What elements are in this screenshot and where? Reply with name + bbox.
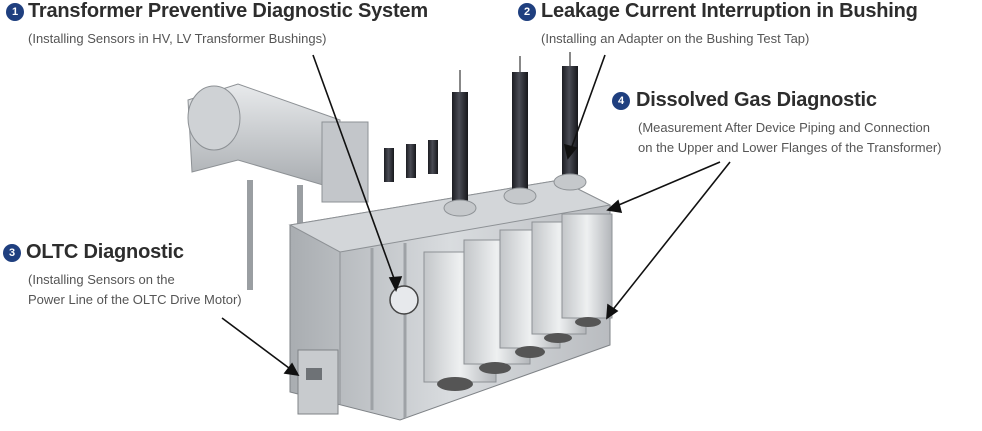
callout-title: OLTC Diagnostic (26, 241, 184, 263)
callout-subtitle: (Installing Sensors in HV, LV Transforme… (28, 31, 327, 46)
callout-badge: 4 (612, 92, 630, 110)
callout-title: Leakage Current Interruption in Bushing (541, 0, 918, 22)
callout-badge: 3 (3, 244, 21, 262)
callout-title: Transformer Preventive Diagnostic System (28, 0, 428, 22)
sensor-marker (389, 285, 419, 315)
callout-subtitle: (Installing an Adapter on the Bushing Te… (541, 31, 810, 46)
oltc-cabinet (297, 349, 339, 415)
callout-subtitle-line-1: (Measurement After Device Piping and Con… (638, 120, 930, 135)
callout-subtitle-line-2: on the Upper and Lower Flanges of the Tr… (638, 140, 942, 155)
callout-title: Dissolved Gas Diagnostic (636, 89, 877, 111)
callout-badge: 2 (518, 3, 536, 21)
radiators (423, 213, 613, 391)
callout-subtitle-line-2: Power Line of the OLTC Drive Motor) (28, 292, 242, 307)
callout-arrows (221, 54, 731, 377)
callout-subtitle-line-1: (Installing Sensors on the (28, 272, 175, 287)
callout-badge: 1 (6, 3, 24, 21)
